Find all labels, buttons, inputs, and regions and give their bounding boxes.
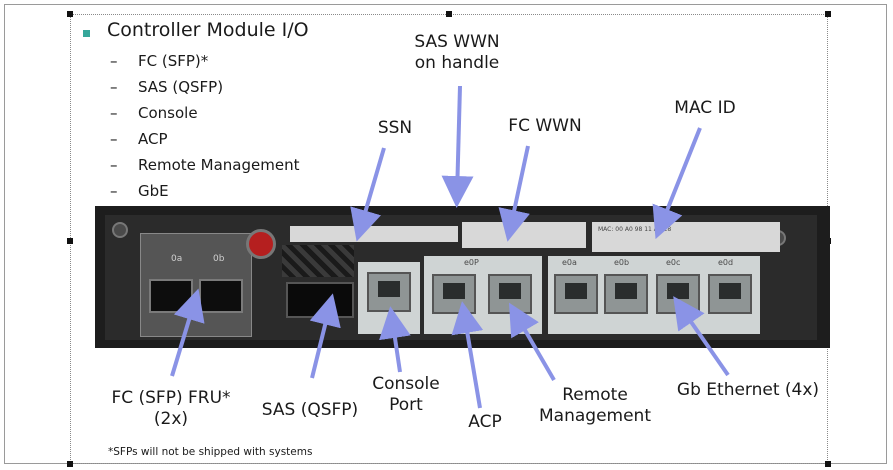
screw-icon bbox=[112, 222, 128, 238]
mac-sticker: MAC: 00 A0 98 11 A6 28 bbox=[592, 222, 780, 252]
callout-ssn: SSN bbox=[377, 118, 413, 138]
port-tag: e0d bbox=[718, 258, 734, 267]
footnote: *SFPs will not be shipped with systems bbox=[108, 446, 313, 458]
gbe-port bbox=[554, 274, 598, 314]
arrow-console bbox=[379, 306, 411, 373]
bullet-icon bbox=[83, 30, 90, 37]
resize-handle-ml[interactable] bbox=[67, 238, 73, 244]
arrow-remote bbox=[508, 302, 556, 382]
resize-handle-tl[interactable] bbox=[67, 11, 73, 17]
mac-sticker-text: MAC: 00 A0 98 11 A6 28 bbox=[598, 226, 672, 233]
arrow-acp bbox=[451, 301, 484, 409]
arrow-sas-qsfp bbox=[309, 293, 341, 379]
vent-grille bbox=[282, 245, 354, 277]
resize-handle-br[interactable] bbox=[825, 461, 831, 467]
arrow-gbe bbox=[673, 296, 730, 377]
resize-handle-bl[interactable] bbox=[67, 461, 73, 467]
list-item: –FC (SFP)* bbox=[110, 52, 209, 70]
callout-acp: ACP bbox=[468, 412, 502, 432]
sfp-port bbox=[199, 279, 243, 313]
list-item: –SAS (QSFP) bbox=[110, 78, 224, 96]
arrow-ssn bbox=[350, 147, 386, 242]
port-tag: e0a bbox=[562, 258, 577, 267]
callout-mac-id: MAC ID bbox=[674, 98, 736, 118]
gbe-port bbox=[604, 274, 648, 314]
attention-button-icon bbox=[246, 229, 276, 259]
sfp-port-label: 0b bbox=[213, 254, 225, 264]
arrow-mac-id bbox=[652, 127, 702, 240]
gbe-port-group: e0a e0b e0c e0d bbox=[548, 256, 760, 334]
callout-gb-ethernet: Gb Ethernet (4x) bbox=[676, 380, 820, 400]
port-tag: e0c bbox=[666, 258, 681, 267]
port-tag: e0b bbox=[614, 258, 630, 267]
slide-title: Controller Module I/O bbox=[107, 19, 309, 41]
resize-handle-tm[interactable] bbox=[446, 11, 452, 17]
callout-fc-fru: FC (SFP) FRU*(2x) bbox=[111, 388, 231, 430]
sfp-port-label: 0a bbox=[171, 254, 183, 264]
list-item: –GbE bbox=[110, 182, 169, 200]
arrow-fc-wwn bbox=[498, 145, 530, 242]
arrow-fc-fru bbox=[170, 288, 205, 377]
callout-sas-qsfp: SAS (QSFP) bbox=[261, 400, 359, 420]
resize-handle-tr[interactable] bbox=[825, 11, 831, 17]
callout-fc-wwn: FC WWN bbox=[508, 116, 582, 136]
console-port bbox=[367, 272, 411, 312]
gbe-port bbox=[708, 274, 752, 314]
port-tag: e0P bbox=[464, 258, 479, 267]
list-item: –Remote Management bbox=[110, 156, 300, 174]
arrow-sas-wwn bbox=[441, 85, 474, 208]
list-item: –Console bbox=[110, 104, 198, 122]
list-item: –ACP bbox=[110, 130, 168, 148]
